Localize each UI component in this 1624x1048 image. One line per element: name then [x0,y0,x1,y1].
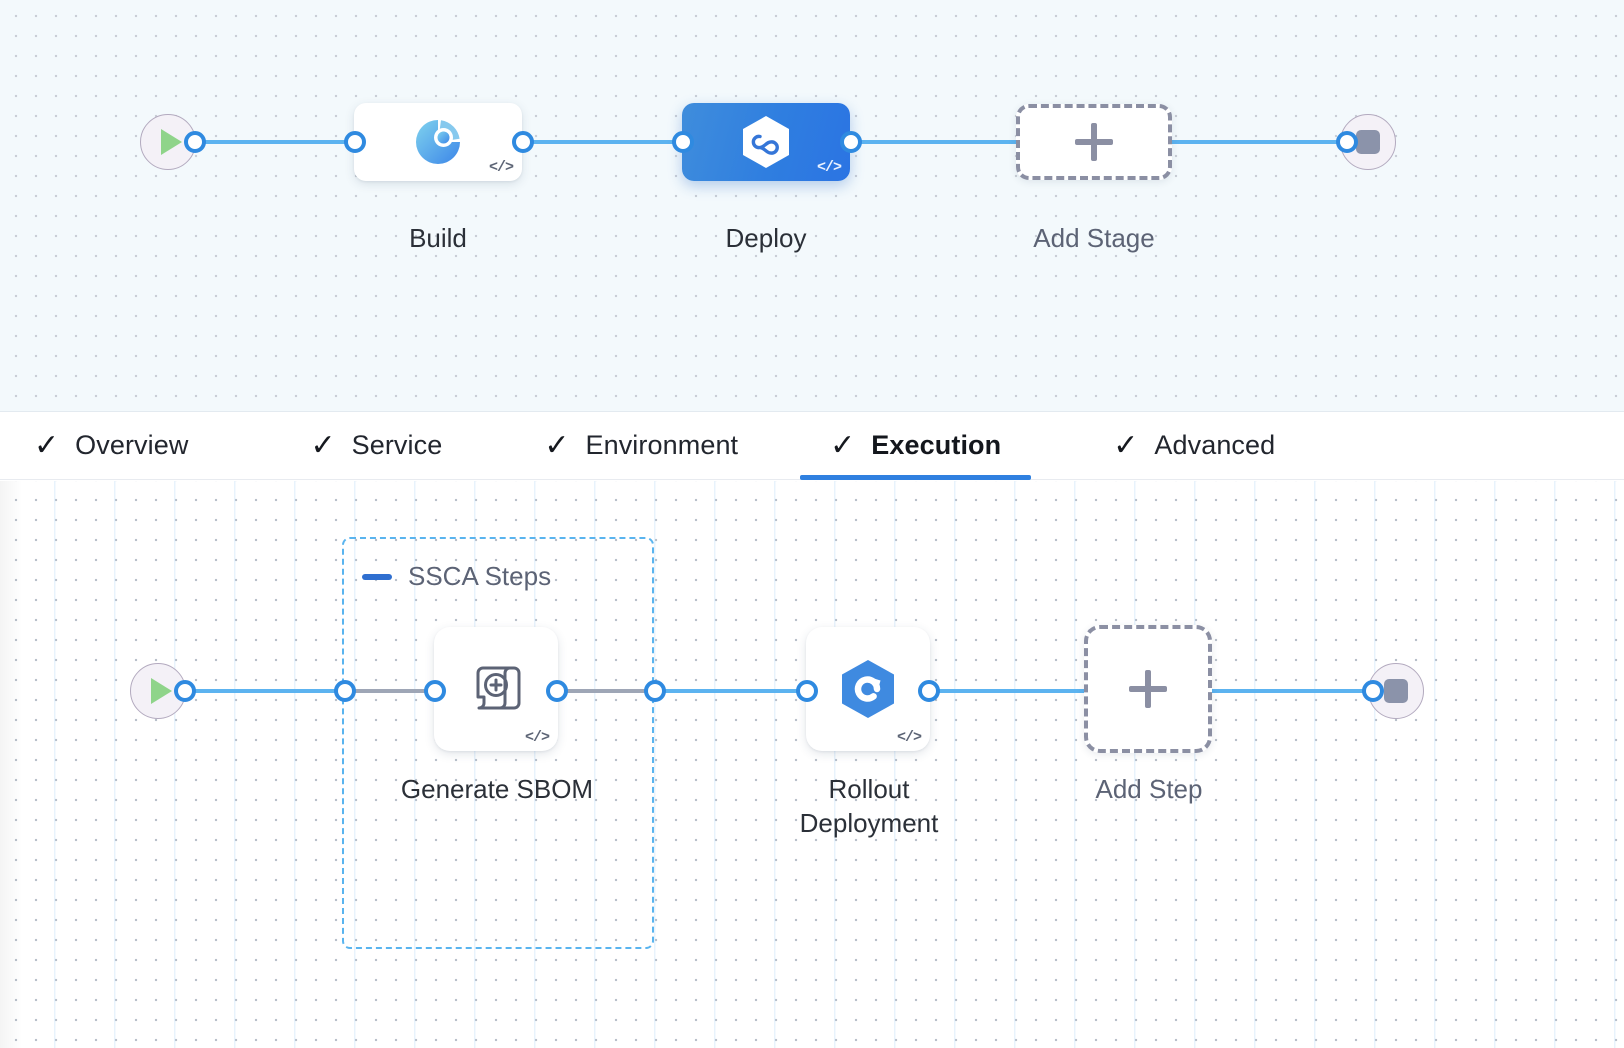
step-start-port[interactable] [174,680,196,702]
tab-advanced[interactable]: ✓ Advanced [1111,412,1277,480]
step-wire-addstep-end [1206,689,1376,693]
tab-service[interactable]: ✓ Service [308,412,444,480]
step-label-rollout-deployment: Rollout Deployment [799,774,939,838]
check-icon: ✓ [830,428,856,462]
stop-icon [1356,130,1380,154]
stage-deploy-in-port[interactable] [672,131,694,153]
add-step-label: Add Step [1095,774,1203,804]
stage-wire-build-deploy [516,140,696,144]
step-group-ssca[interactable] [342,537,654,949]
stage-label-build: Build [409,223,467,253]
code-badge-deploy: </> [816,159,842,176]
check-icon: ✓ [544,428,570,462]
step-card-generate-sbom[interactable]: </> [434,627,558,751]
stage-start-port[interactable] [184,131,206,153]
stage-canvas[interactable]: </> Build </> Deploy Add Stage [0,0,1624,412]
add-stage-button[interactable] [1016,104,1172,180]
stage-card-build[interactable]: </> [354,103,522,181]
step-wire-sbom-groupout [560,689,656,693]
add-stage-label: Add Stage [1033,223,1155,253]
stage-wire-addstage-end [1170,140,1362,144]
step-wire-rollout-addstep [932,689,1092,693]
stage-config-tabbar: ✓ Overview ✓ Service ✓ Environment ✓ Exe… [0,412,1624,480]
deploy-hexagon-infinity-icon [739,114,793,170]
step-wire-group-sbom [348,689,440,693]
tab-environment[interactable]: ✓ Environment [542,412,740,480]
stage-label-deploy: Deploy [725,223,807,253]
stage-end-node[interactable] [1340,114,1396,170]
step-end-port[interactable] [1362,680,1384,702]
stop-icon [1384,679,1408,703]
stage-card-deploy[interactable]: </> [682,103,850,181]
stage-deploy-out-port[interactable] [840,131,862,153]
plus-icon [1129,670,1167,708]
code-badge-rollout-deployment: </> [896,729,922,746]
plus-icon [1075,123,1113,161]
build-pie-search-icon [412,116,464,168]
tab-advanced-label: Advanced [1154,430,1276,460]
step-canvas[interactable]: SSCA Steps [0,481,1624,1048]
step-card-rollout-deployment[interactable]: </> [806,627,930,751]
step-rollout-in-port[interactable] [796,680,818,702]
stage-end-port[interactable] [1336,131,1358,153]
step-group-ssca-title: SSCA Steps [408,561,552,591]
play-icon [160,129,182,155]
step-wire-groupout-rollout [652,689,820,693]
scroll-plus-icon [462,655,530,723]
stage-build-out-port[interactable] [512,131,534,153]
hexagon-refresh-icon [836,658,900,720]
step-sbom-in-port[interactable] [424,680,446,702]
tab-execution[interactable]: ✓ Execution [800,412,1032,480]
code-badge-generate-sbom: </> [524,729,550,746]
collapse-dash-icon[interactable] [362,573,392,580]
code-badge-build: </> [488,159,514,176]
tab-overview-label: Overview [75,430,189,460]
step-label-generate-sbom: Generate SBOM [400,774,594,804]
tab-overview[interactable]: ✓ Overview [32,412,190,480]
step-group-in-port[interactable] [334,680,356,702]
add-step-button[interactable] [1084,625,1212,753]
tab-service-label: Service [351,430,443,460]
step-wire-start-group [178,689,350,693]
check-icon: ✓ [1113,428,1139,462]
tab-environment-label: Environment [585,430,739,460]
check-icon: ✓ [310,428,336,462]
stage-wire-deploy-addstage [844,140,1024,144]
step-rollout-out-port[interactable] [918,680,940,702]
step-sbom-out-port[interactable] [546,680,568,702]
tab-execution-label: Execution [871,430,1002,460]
stage-build-in-port[interactable] [344,131,366,153]
step-group-ssca-header[interactable]: SSCA Steps [362,561,551,592]
step-group-out-port[interactable] [644,680,666,702]
stage-wire-start-build [188,140,360,144]
check-icon: ✓ [34,428,60,462]
play-icon [150,678,172,704]
